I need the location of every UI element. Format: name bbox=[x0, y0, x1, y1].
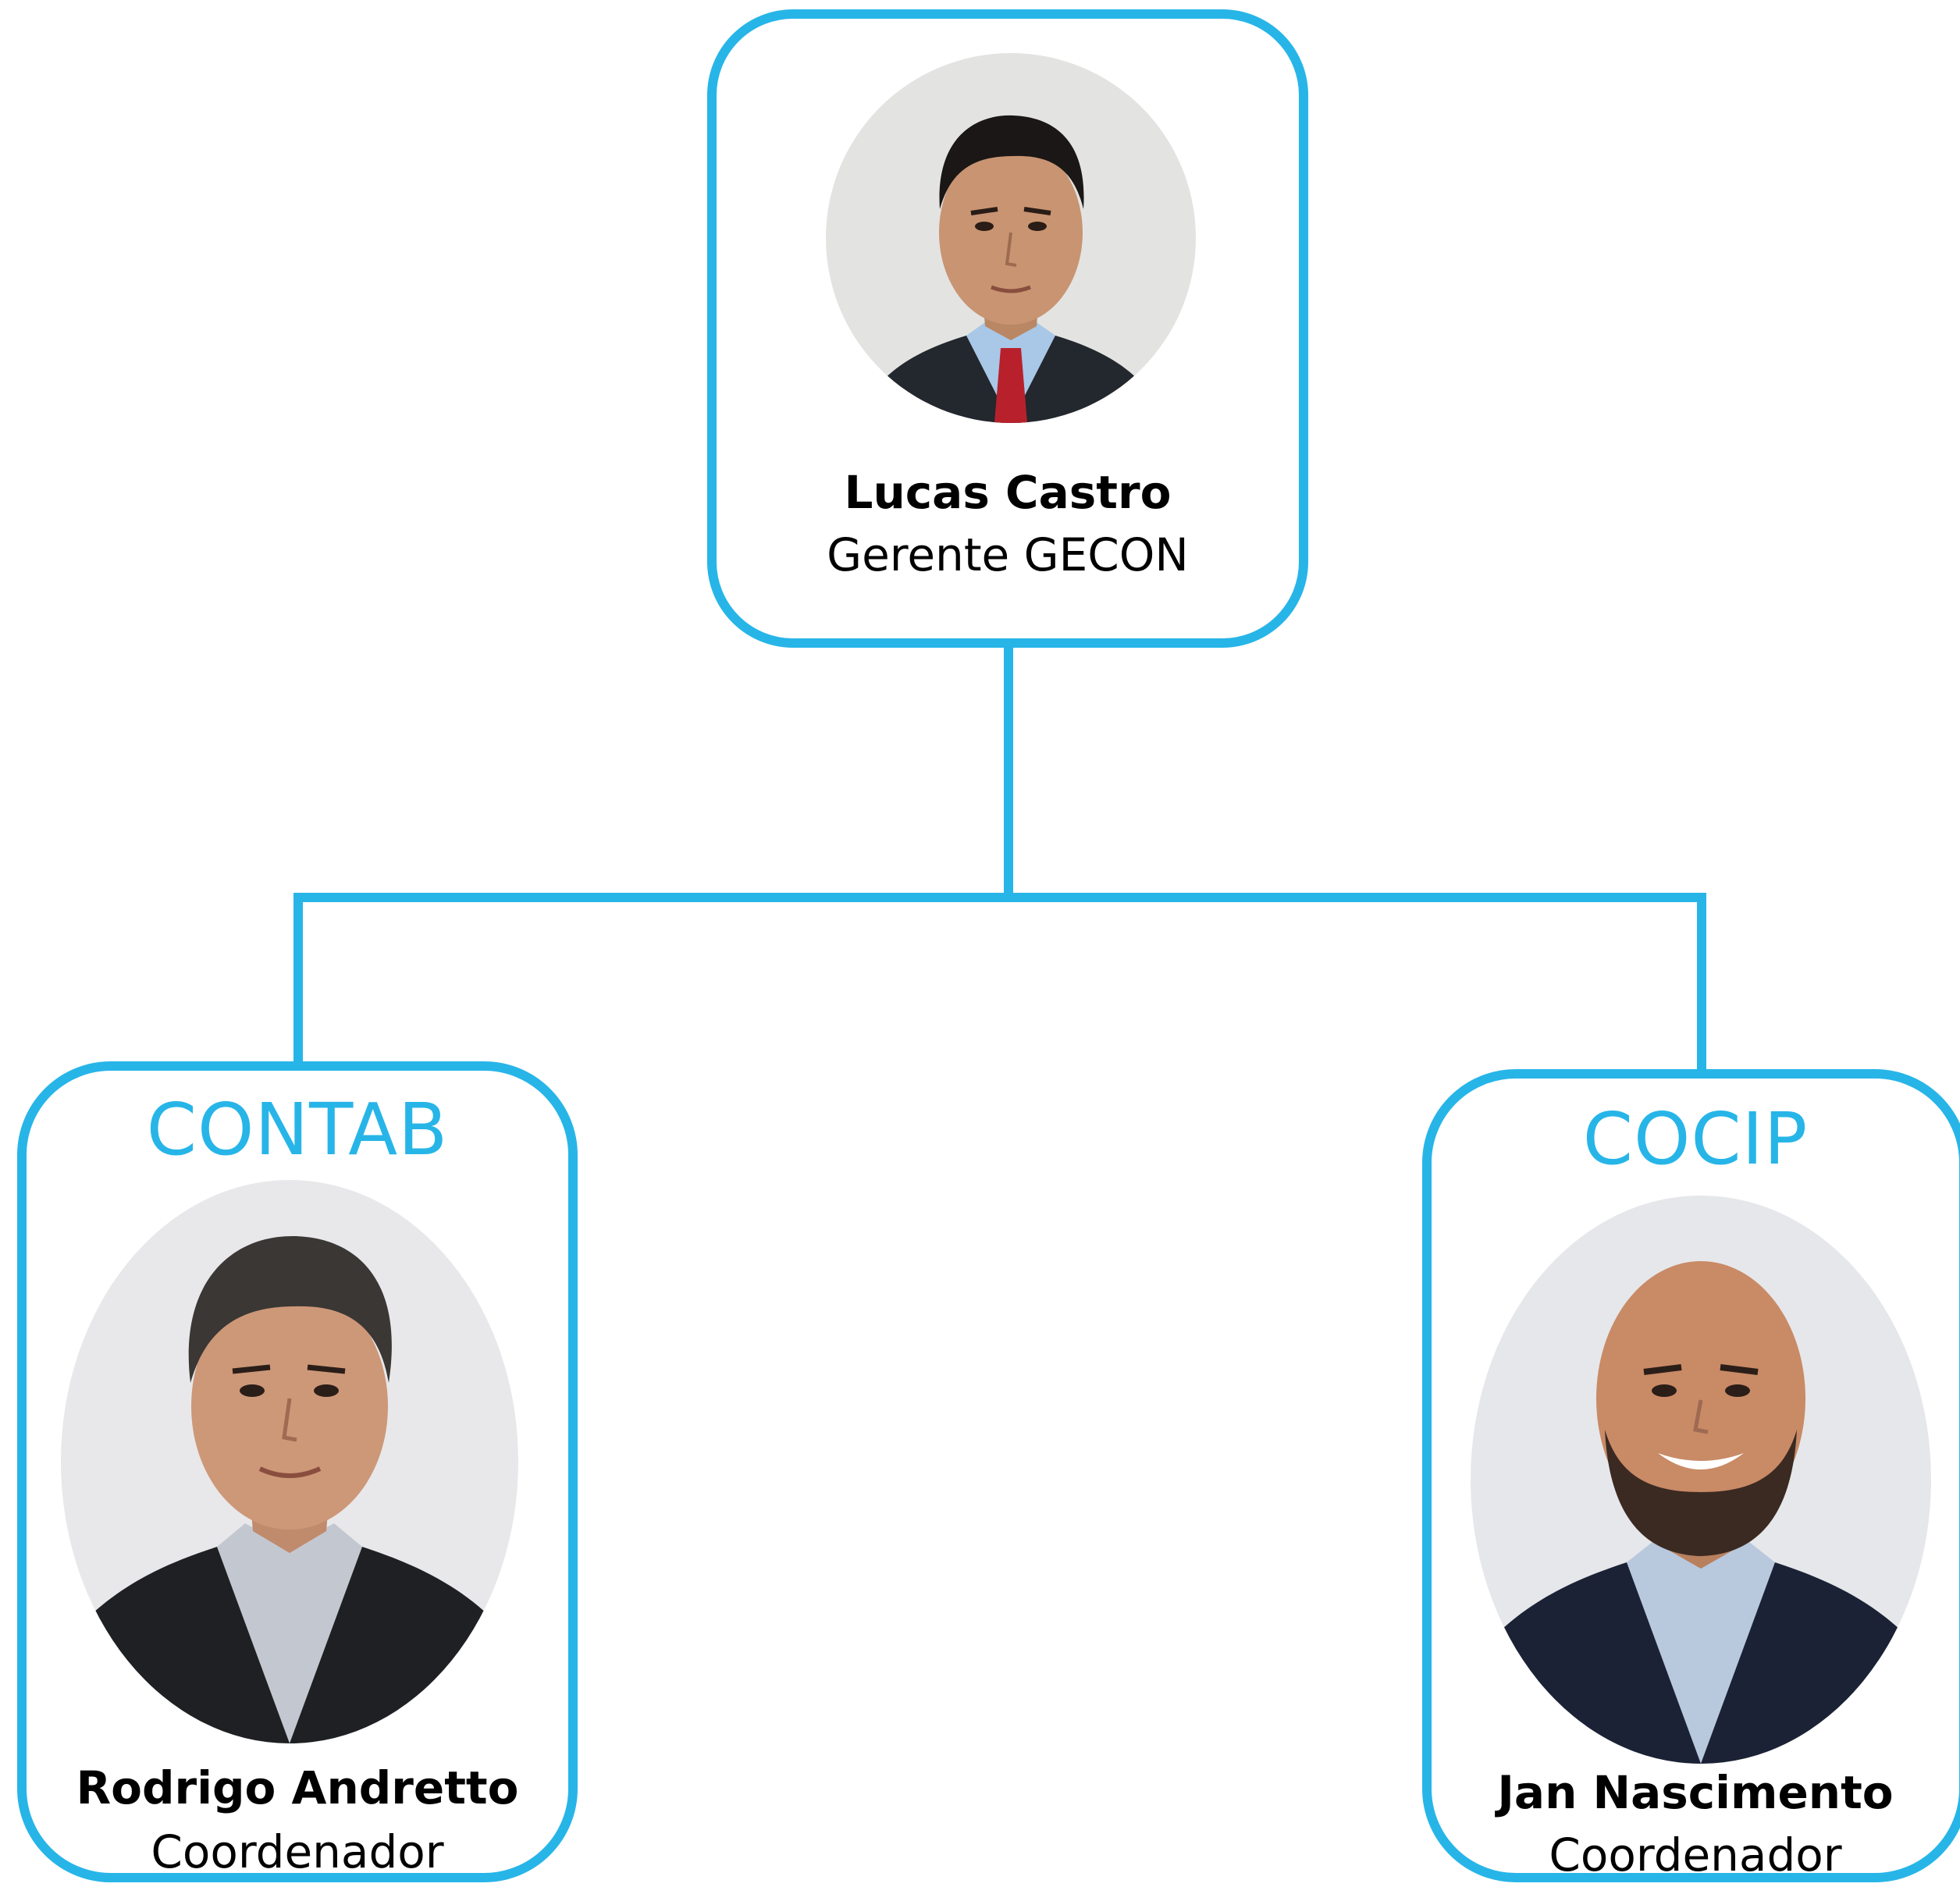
cocip-coordinator-photo bbox=[1471, 1196, 1931, 1764]
contab-coordinator-photo bbox=[61, 1180, 518, 1743]
person-portrait-icon bbox=[826, 53, 1196, 423]
contab-coordinator-name: Rodrigo Andretto bbox=[76, 1761, 519, 1814]
person-portrait-icon bbox=[61, 1180, 518, 1743]
department-label: CONTAB bbox=[146, 1088, 449, 1171]
manager-role: Gerente GECON bbox=[827, 528, 1189, 581]
cocip-coordinator-role: Coordenador bbox=[1549, 1828, 1842, 1882]
person-portrait-icon bbox=[1471, 1196, 1931, 1764]
manager-photo bbox=[826, 53, 1196, 423]
cocip-coordinator-name: Jan Nascimento bbox=[1497, 1766, 1894, 1819]
contab-card: CONTAB Rodrigo Andretto Coordenador bbox=[17, 1061, 578, 1882]
department-label: COCIP bbox=[1582, 1097, 1809, 1181]
manager-name: Lucas Castro bbox=[844, 466, 1172, 519]
manager-card: Lucas Castro Gerente GECON bbox=[707, 9, 1308, 648]
cocip-card: COCIP Jan Nascimento Coordenador bbox=[1422, 1069, 1960, 1882]
contab-coordinator-role: Coordenador bbox=[151, 1825, 444, 1878]
